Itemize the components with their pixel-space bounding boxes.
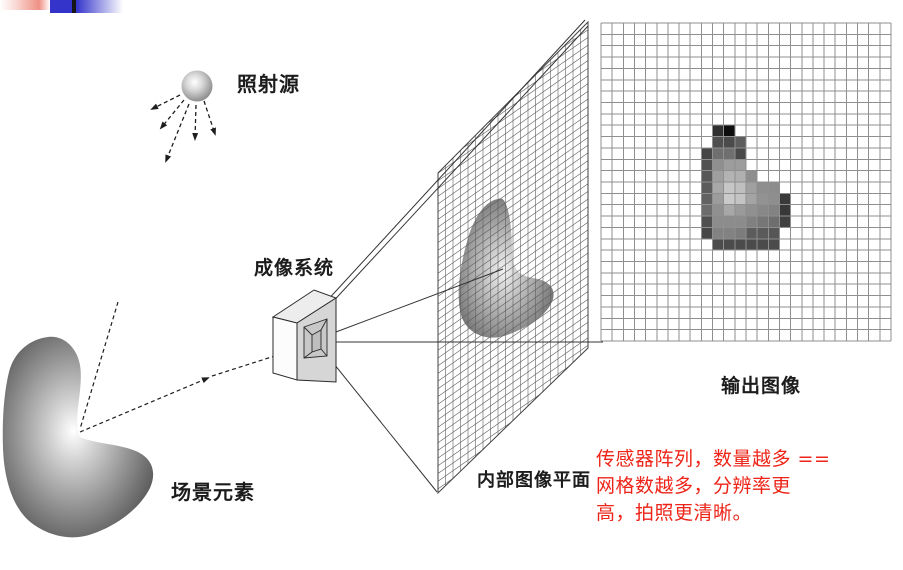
label-output-image: 输出图像 bbox=[721, 375, 802, 397]
decor-black-divider bbox=[72, 0, 76, 13]
light-ray-arrows bbox=[150, 94, 216, 163]
aperture bbox=[303, 318, 328, 359]
annotation-line: 网格数越多，分辨率更 bbox=[596, 475, 792, 497]
decor-blue-gradient-bar bbox=[76, 0, 125, 13]
label-imaging-system: 成像系统 bbox=[254, 257, 335, 279]
projection-rays bbox=[312, 19, 603, 493]
digitized-blob-pixels bbox=[701, 125, 792, 251]
label-internal-image-plane: 内部图像平面 bbox=[477, 470, 591, 491]
annotation-line: 传感器阵列，数量越多 == bbox=[596, 448, 831, 470]
light-source-icon bbox=[181, 70, 213, 102]
scene-element-blob bbox=[2, 336, 154, 538]
label-light-source: 照射源 bbox=[237, 72, 300, 96]
decor-blue-bar bbox=[50, 0, 72, 13]
decor-pink-bar bbox=[0, 0, 50, 10]
label-scene-element: 场景元素 bbox=[171, 480, 255, 504]
output-image-grid bbox=[600, 22, 892, 342]
annotation-red-text: 传感器阵列，数量越多 == 网格数越多，分辨率更 高，拍照更清晰。 bbox=[596, 446, 830, 527]
scene-rays bbox=[79, 301, 307, 433]
imaging-system-box bbox=[271, 289, 338, 383]
internal-image-plane bbox=[437, 20, 589, 495]
internal-projected-blob bbox=[458, 198, 554, 338]
annotation-line: 高，拍照更清晰。 bbox=[596, 502, 753, 524]
